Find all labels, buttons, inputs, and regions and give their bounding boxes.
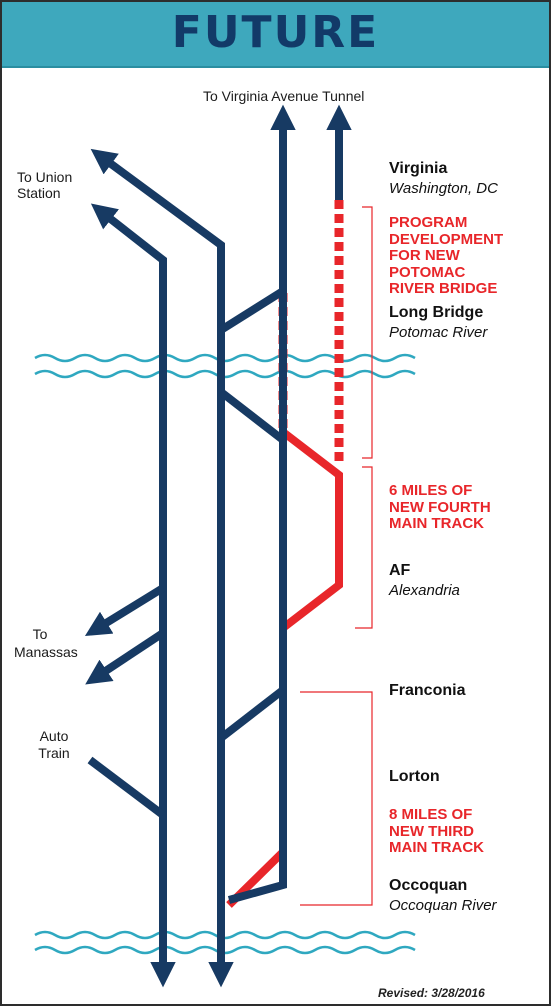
page-title: FUTURE bbox=[171, 7, 380, 58]
station-af-sub: Alexandria bbox=[389, 582, 460, 599]
station-af: AF bbox=[389, 562, 411, 579]
revised-date: Revised: 3/28/2016 bbox=[378, 986, 485, 1000]
existing-tracks bbox=[84, 104, 352, 988]
station-long-bridge-sub: Potomac River bbox=[389, 324, 488, 341]
union-station-label: To Union Station bbox=[17, 169, 73, 201]
auto-train-label: Auto Train bbox=[38, 728, 70, 761]
manassas-label: To Manassas bbox=[14, 626, 78, 660]
station-occoquan-sub: Occoquan River bbox=[389, 897, 497, 914]
note-fourth-track: 6 MILES OF NEW FOURTH MAIN TRACK bbox=[389, 482, 491, 532]
station-occoquan: Occoquan bbox=[389, 877, 468, 894]
station-virginia: Virginia bbox=[389, 160, 448, 177]
note-third-track: 8 MILES OF NEW THIRD MAIN TRACK bbox=[389, 806, 484, 856]
station-virginia-sub: Washington, DC bbox=[389, 180, 498, 197]
virginia-avenue-tunnel-label: To Virginia Avenue Tunnel bbox=[203, 88, 365, 104]
header-bar: FUTURE bbox=[2, 2, 549, 68]
station-long-bridge: Long Bridge bbox=[389, 304, 484, 321]
note-brackets bbox=[300, 206, 373, 906]
note-potomac-bridge: PROGRAM DEVELOPMENT FOR NEW POTOMAC RIVE… bbox=[389, 214, 504, 297]
station-franconia: Franconia bbox=[389, 682, 466, 699]
station-lorton: Lorton bbox=[389, 768, 440, 785]
new-bridge-dashed-track bbox=[278, 200, 344, 465]
